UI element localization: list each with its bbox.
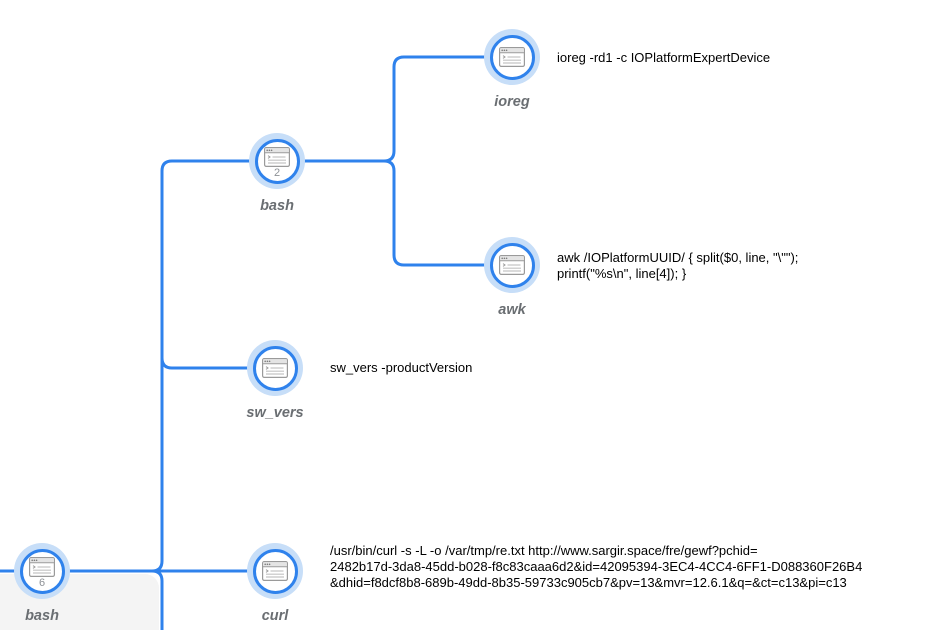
process-name-label-sw-vers: sw_vers [246, 405, 304, 421]
terminal-window-icon [499, 255, 525, 275]
process-node-circle: 6 [19, 548, 65, 594]
command-line: /usr/bin/curl -s -L -o /var/tmp/re.txt h… [330, 543, 758, 558]
process-name-label-bash-6: bash [25, 608, 59, 624]
process-node-ioreg[interactable] [484, 29, 540, 85]
child-count-badge: 2 [273, 166, 281, 179]
terminal-window-icon [499, 47, 525, 67]
command-line: awk /IOPlatformUUID/ { split($0, line, "… [557, 250, 799, 265]
command-text-awk: awk /IOPlatformUUID/ { split($0, line, "… [557, 250, 798, 282]
command-line: sw_vers -productVersion [330, 360, 473, 375]
process-node-circle [489, 34, 535, 80]
process-node-bash-6[interactable]: 6 [14, 543, 70, 599]
edge-bash6-down-offscreen [151, 569, 164, 630]
terminal-window-icon [264, 146, 290, 167]
command-text-sw-vers: sw_vers -productVersion [330, 360, 472, 376]
process-node-circle [252, 548, 298, 594]
command-text-curl: /usr/bin/curl -s -L -o /var/tmp/re.txt h… [330, 543, 862, 591]
process-name-label-ioreg: ioreg [494, 94, 530, 110]
process-node-circle [252, 345, 298, 391]
child-count-badge: 6 [38, 576, 46, 589]
edge-bash6-to-swvers [160, 357, 249, 370]
process-node-bash-2[interactable]: 2 [249, 133, 305, 189]
process-node-curl[interactable] [247, 543, 303, 599]
edge-bash2-to-awk [383, 159, 486, 267]
process-node-circle [489, 242, 535, 288]
terminal-window-icon [262, 358, 288, 378]
process-node-sw-vers[interactable] [247, 340, 303, 396]
command-line: ioreg -rd1 -c IOPlatformExpertDevice [557, 50, 771, 65]
command-text-ioreg: ioreg -rd1 -c IOPlatformExpertDevice [557, 50, 770, 66]
process-name-label-bash-2: bash [260, 198, 294, 214]
command-line: &dhid=f8dcf8b8-689b-49dd-8b35-59733c905c… [330, 575, 847, 590]
process-name-label-curl: curl [261, 608, 289, 624]
terminal-window-icon [262, 561, 288, 581]
process-node-awk[interactable] [484, 237, 540, 293]
edge-bash6-to-bash2 [151, 159, 251, 573]
command-line: printf("%s\n", line[4]); } [557, 266, 687, 281]
process-name-label-awk: awk [498, 302, 526, 318]
terminal-window-icon [29, 556, 55, 577]
process-node-circle: 2 [254, 138, 300, 184]
command-line: 2482b17d-3da8-45dd-b028-f8c83caaa6d2&id=… [330, 559, 863, 574]
